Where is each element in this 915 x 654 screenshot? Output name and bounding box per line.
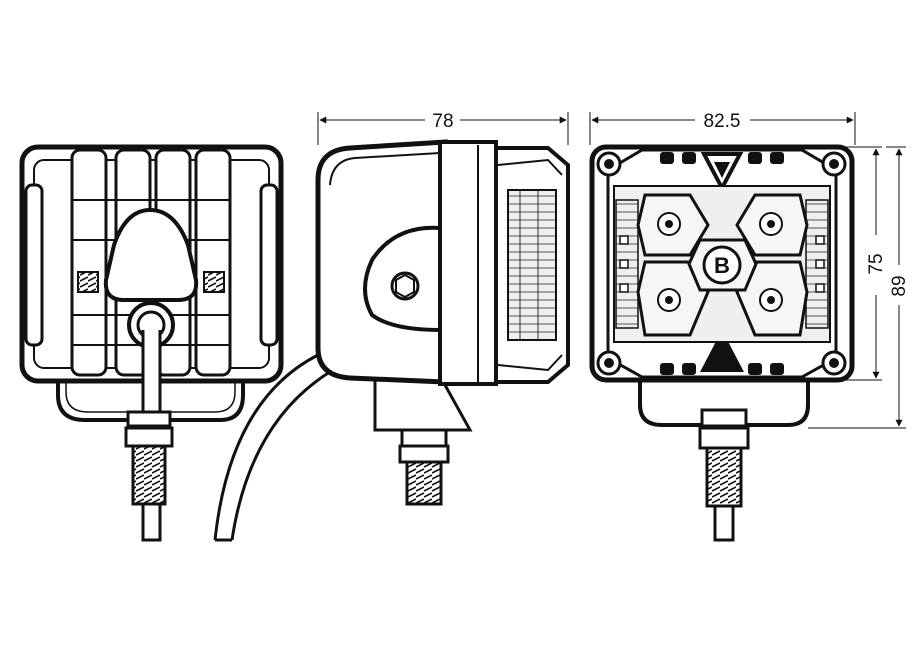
dim-label-front-height-total: 89 [889, 275, 910, 296]
dim-label-front-width: 82.5 [704, 111, 741, 132]
rear-center-boss [103, 207, 199, 302]
dimension-side-width: 78 [317, 111, 569, 145]
front-view: B [589, 144, 855, 542]
front-bolt [705, 446, 743, 508]
dim-label-side-width: 78 [432, 111, 453, 132]
dimension-front-height-total: 89 [808, 146, 910, 429]
dimension-front-height-inner: 75 [840, 146, 887, 381]
front-bottom-triangle [700, 330, 744, 372]
dim-label-front-height-inner: 75 [866, 253, 887, 274]
side-view [213, 139, 570, 542]
front-logo-letter: B [714, 253, 730, 278]
side-bolt [405, 460, 443, 506]
rear-view [19, 144, 284, 542]
dimension-front-width: 82.5 [589, 111, 856, 145]
side-cable [213, 353, 334, 541]
side-bezel [438, 140, 498, 386]
rear-bolt [131, 444, 167, 506]
front-cable [713, 504, 735, 542]
front-leds [657, 212, 783, 312]
front-corner-screws [596, 151, 847, 376]
front-logo-badge [702, 245, 742, 285]
